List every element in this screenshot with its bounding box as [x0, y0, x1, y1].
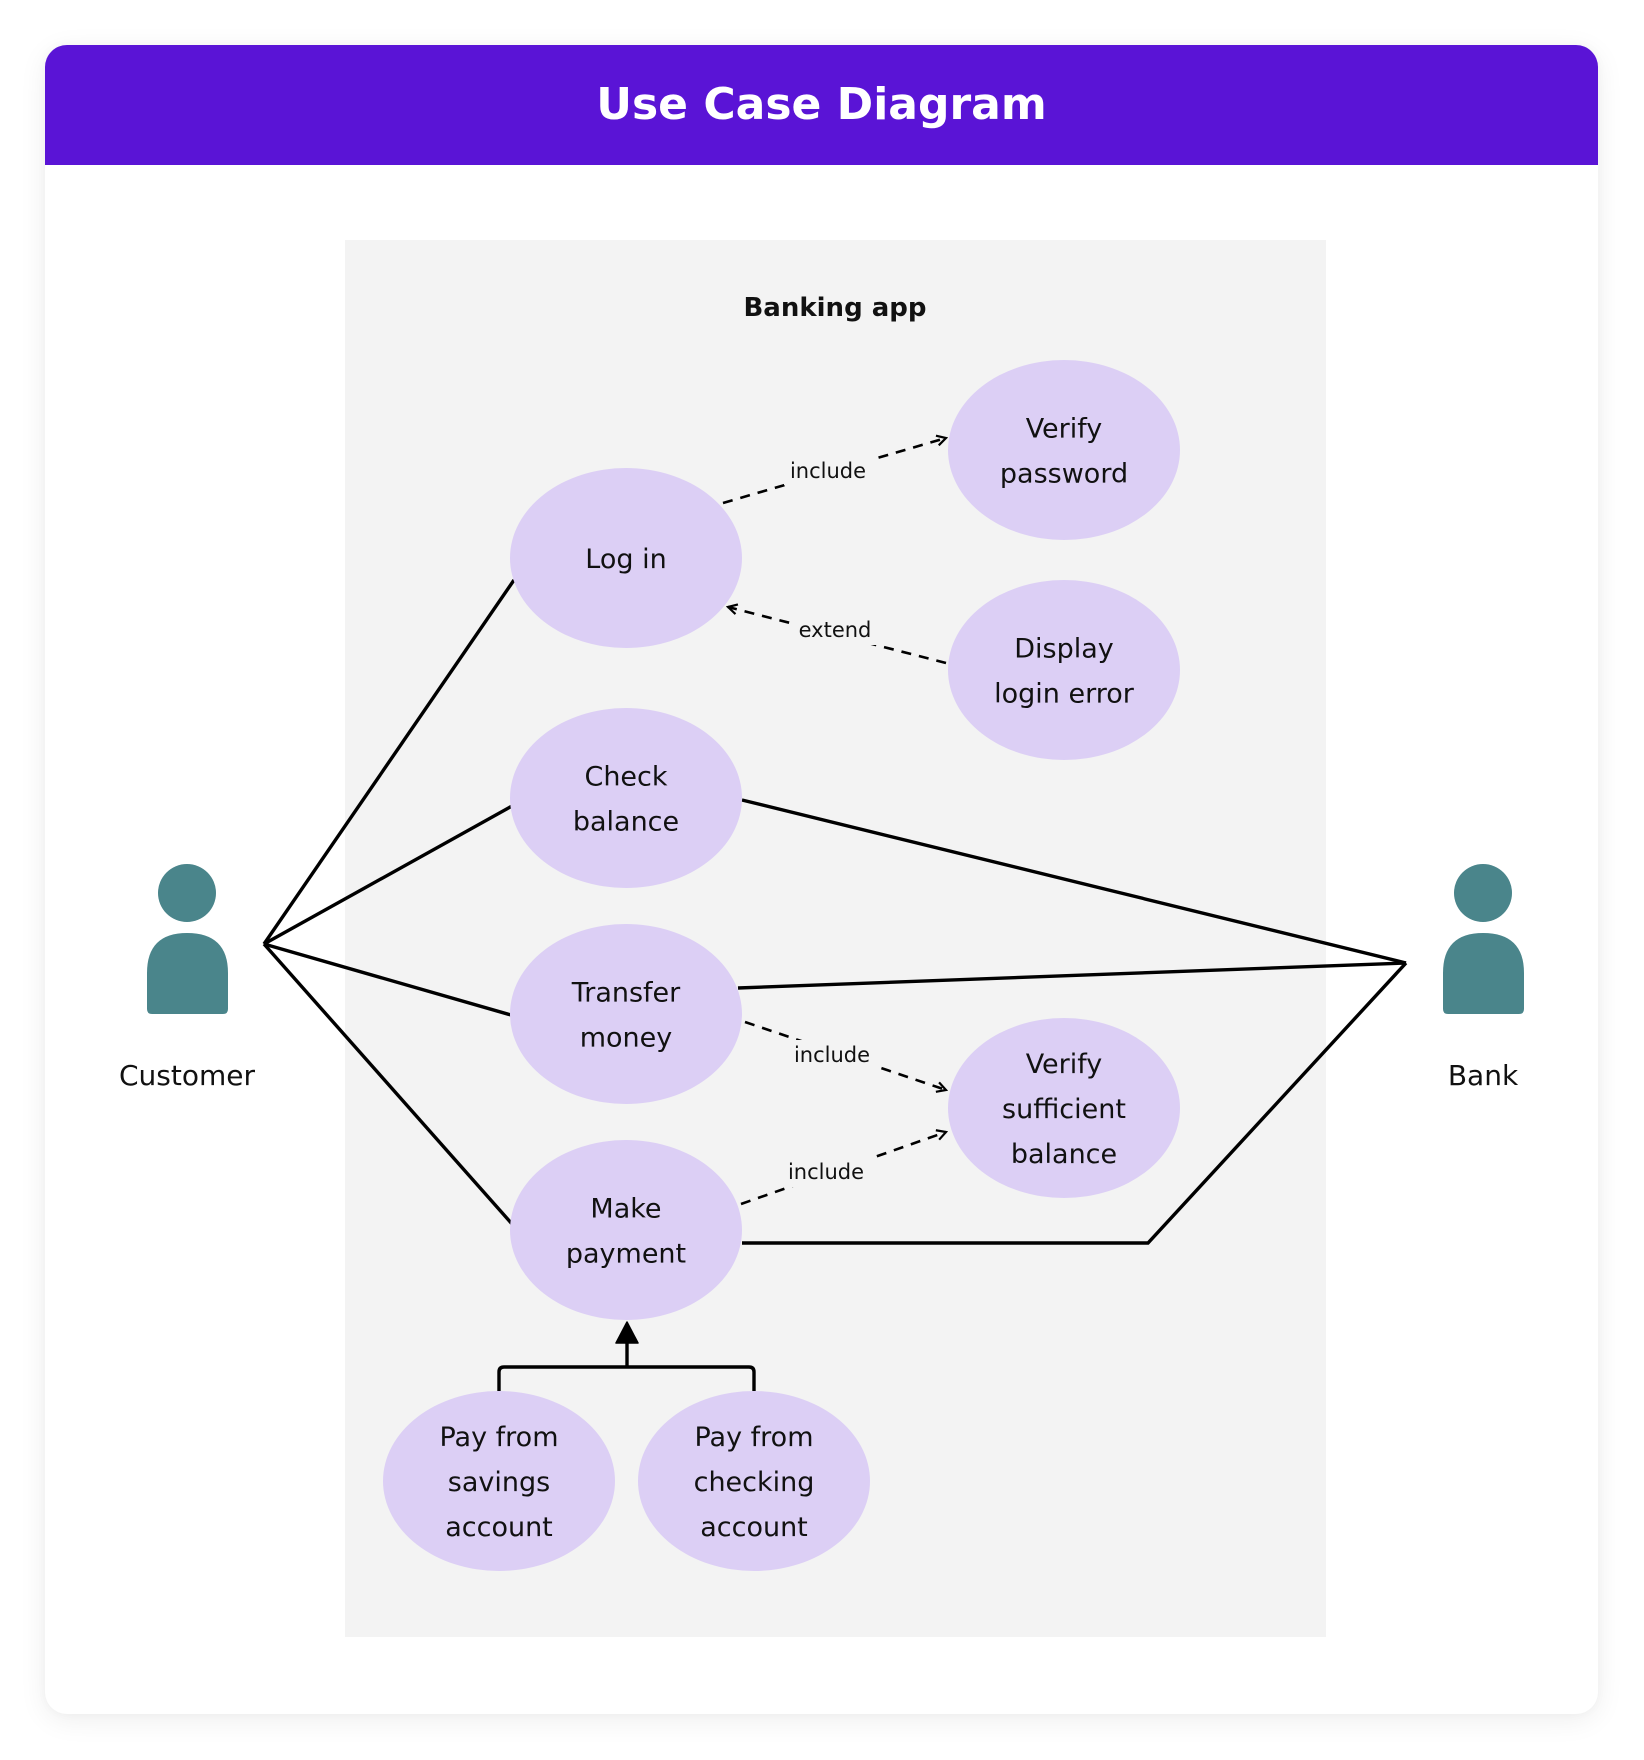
- use-case-label: Log in: [585, 544, 666, 575]
- use-case-ellipse: [948, 360, 1180, 540]
- use-case-label: password: [1000, 459, 1128, 490]
- use-case-ellipse: [638, 1391, 870, 1571]
- use-case-label: savings: [448, 1467, 550, 1498]
- use-case-label: Pay from: [694, 1422, 813, 1453]
- generalization-connector[interactable]: [497, 1321, 756, 1391]
- use-case-check-balance[interactable]: Check balance: [510, 708, 742, 888]
- use-case-ellipse: [948, 580, 1180, 760]
- extend-label: extend: [799, 618, 872, 642]
- use-case-label: checking: [694, 1467, 815, 1498]
- use-case-pay-from-savings[interactable]: Pay from savings account: [383, 1391, 615, 1571]
- use-case-label: Display: [1014, 634, 1114, 665]
- include-label: include: [790, 459, 866, 483]
- use-case-ellipse: [948, 1018, 1180, 1198]
- assoc-bank-transfer-money[interactable]: [737, 961, 1407, 990]
- actor-label-customer: Customer: [119, 1059, 255, 1092]
- use-case-label: Make: [590, 1194, 661, 1225]
- person-icon-head: [158, 864, 216, 922]
- assoc-bank-check-balance[interactable]: [741, 798, 1407, 965]
- assoc-customer-check-balance[interactable]: [263, 804, 513, 946]
- use-case-label: Verify: [1026, 1049, 1103, 1080]
- use-case-verify-password[interactable]: Verify password: [948, 360, 1180, 540]
- assoc-customer-transfer-money[interactable]: [263, 942, 512, 1017]
- use-case-ellipse: [510, 708, 742, 888]
- use-case-label: account: [700, 1512, 808, 1543]
- use-case-label: account: [445, 1512, 553, 1543]
- use-case-verify-sufficient-balance[interactable]: Verify sufficient balance: [948, 1018, 1180, 1198]
- use-case-transfer-money[interactable]: Transfer money: [510, 924, 742, 1104]
- use-case-make-payment[interactable]: Make payment: [510, 1140, 742, 1320]
- use-case-ellipse: [510, 468, 742, 648]
- use-case-ellipse: [510, 1140, 742, 1320]
- person-icon: [147, 933, 228, 1014]
- use-case-label: sufficient: [1002, 1094, 1126, 1125]
- use-case-label: Transfer: [571, 978, 681, 1009]
- assoc-customer-make-payment[interactable]: [262, 942, 514, 1226]
- use-case-log-in[interactable]: Log in: [510, 468, 742, 648]
- system-title: Banking app: [743, 293, 926, 323]
- use-case-label: Check: [584, 762, 667, 793]
- use-case-display-login-error[interactable]: Display login error: [948, 580, 1180, 760]
- page-title: Use Case Diagram: [596, 78, 1047, 130]
- actor-label-bank: Bank: [1448, 1059, 1519, 1092]
- use-case-label: balance: [573, 807, 679, 838]
- actor-customer[interactable]: Customer: [119, 864, 255, 1092]
- use-case-label: payment: [566, 1239, 686, 1270]
- use-case-ellipse: [383, 1391, 615, 1571]
- assoc-customer-log-in[interactable]: [262, 579, 516, 945]
- generalization-arrowhead: [615, 1321, 639, 1344]
- person-icon-head: [1454, 864, 1512, 922]
- include-label: include: [794, 1043, 870, 1067]
- use-case-label: Verify: [1026, 414, 1103, 445]
- use-case-label: login error: [994, 679, 1135, 710]
- person-icon: [1443, 933, 1524, 1014]
- relationship-labels: include extend include include: [782, 455, 879, 1187]
- use-case-label: balance: [1011, 1139, 1117, 1170]
- assoc-bank-make-payment[interactable]: [742, 961, 1408, 1245]
- card-header: Use Case Diagram: [45, 45, 1598, 165]
- use-case-label: Pay from: [439, 1422, 558, 1453]
- use-case-pay-from-checking[interactable]: Pay from checking account: [638, 1391, 870, 1571]
- include-label: include: [788, 1160, 864, 1184]
- association-lines: [262, 579, 1408, 1245]
- use-case-label: money: [580, 1023, 673, 1054]
- actor-bank[interactable]: Bank: [1443, 864, 1524, 1092]
- use-case-ellipse: [510, 924, 742, 1104]
